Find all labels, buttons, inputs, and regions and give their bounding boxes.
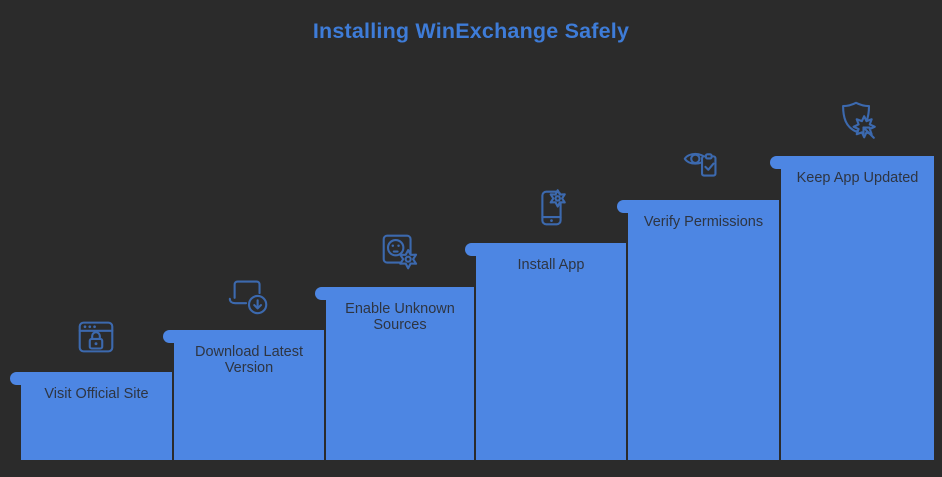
step-label: Verify Permissions <box>643 214 764 230</box>
step-label: Enable Unknown Sources <box>345 301 455 334</box>
page-title: Installing WinExchange Safely <box>312 19 630 43</box>
unknown-sources-gear-icon <box>377 229 423 275</box>
step-label: Install App <box>517 257 585 273</box>
shield-update-icon <box>834 98 880 144</box>
phone-gear-icon <box>528 185 574 231</box>
step-label: Visit Official Site <box>44 386 149 402</box>
step-label: Download Latest Version <box>194 344 303 377</box>
step-bar-visit-official-site: Visit Official Site <box>10 372 172 460</box>
step-bar-verify-permissions: Verify Permissions <box>617 200 779 460</box>
browser-lock-icon <box>73 314 119 360</box>
step-label: Keep App Updated <box>796 170 919 186</box>
eye-checklist-icon <box>680 142 726 188</box>
step-bar-keep-app-updated: Keep App Updated <box>770 156 934 460</box>
step-bar-download-latest-version: Download Latest Version <box>163 330 324 460</box>
step-bar-enable-unknown-sources: Enable Unknown Sources <box>315 287 474 460</box>
step-bar-install-app: Install App <box>465 243 626 460</box>
laptop-download-icon <box>226 272 272 318</box>
